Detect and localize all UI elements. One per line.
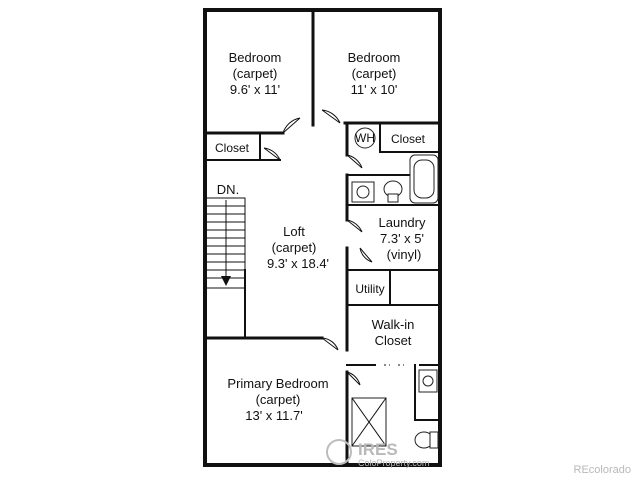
closet-left-label: Closet [215, 141, 250, 155]
utility-label: Utility [355, 282, 384, 296]
water-heater-label: WH [355, 131, 375, 145]
ires-logo-icon [326, 439, 352, 465]
stairs [204, 197, 246, 289]
water-heater-icon [354, 127, 376, 149]
bedroom-left-name: Bedroom [229, 50, 282, 65]
bedroom-left-size: 9.6' x 11' [230, 82, 280, 97]
loft-name: Loft [283, 224, 305, 239]
stairs-down-label: DN. [217, 182, 239, 197]
interior-walls [203, 8, 442, 467]
loft-size: 9.3' x 18.4' [267, 256, 329, 271]
primary-bedroom-name: Primary Bedroom [227, 376, 328, 391]
laundry-name: Laundry [379, 215, 426, 230]
fixtures [351, 127, 439, 449]
laundry-size: 7.3' x 5' [380, 231, 424, 246]
watermarks: IRES ColoProperty.com REcolorado [326, 439, 631, 476]
walkin-closet-line1: Walk-in [372, 317, 415, 332]
watermark-brand: IRES [358, 440, 398, 459]
primary-bedroom-size: 13' x 11.7' [245, 408, 302, 423]
doors [263, 109, 404, 386]
room-labels: Bedroom (carpet) 9.6' x 11' Bedroom (car… [215, 50, 426, 423]
loft-floor: (carpet) [272, 240, 317, 255]
bedroom-left-floor: (carpet) [233, 66, 278, 81]
watermark-sub: ColoProperty.com [358, 458, 429, 468]
primary-bedroom-floor: (carpet) [256, 392, 301, 407]
watermark-corner: REcolorado [574, 464, 631, 476]
bedroom-right-floor: (carpet) [352, 66, 397, 81]
bedroom-right-size: 11' x 10' [351, 82, 398, 97]
laundry-floor: (vinyl) [387, 247, 422, 262]
closet-right-label: Closet [391, 132, 426, 146]
bedroom-right-name: Bedroom [348, 50, 401, 65]
walkin-closet-line2: Closet [375, 333, 412, 348]
